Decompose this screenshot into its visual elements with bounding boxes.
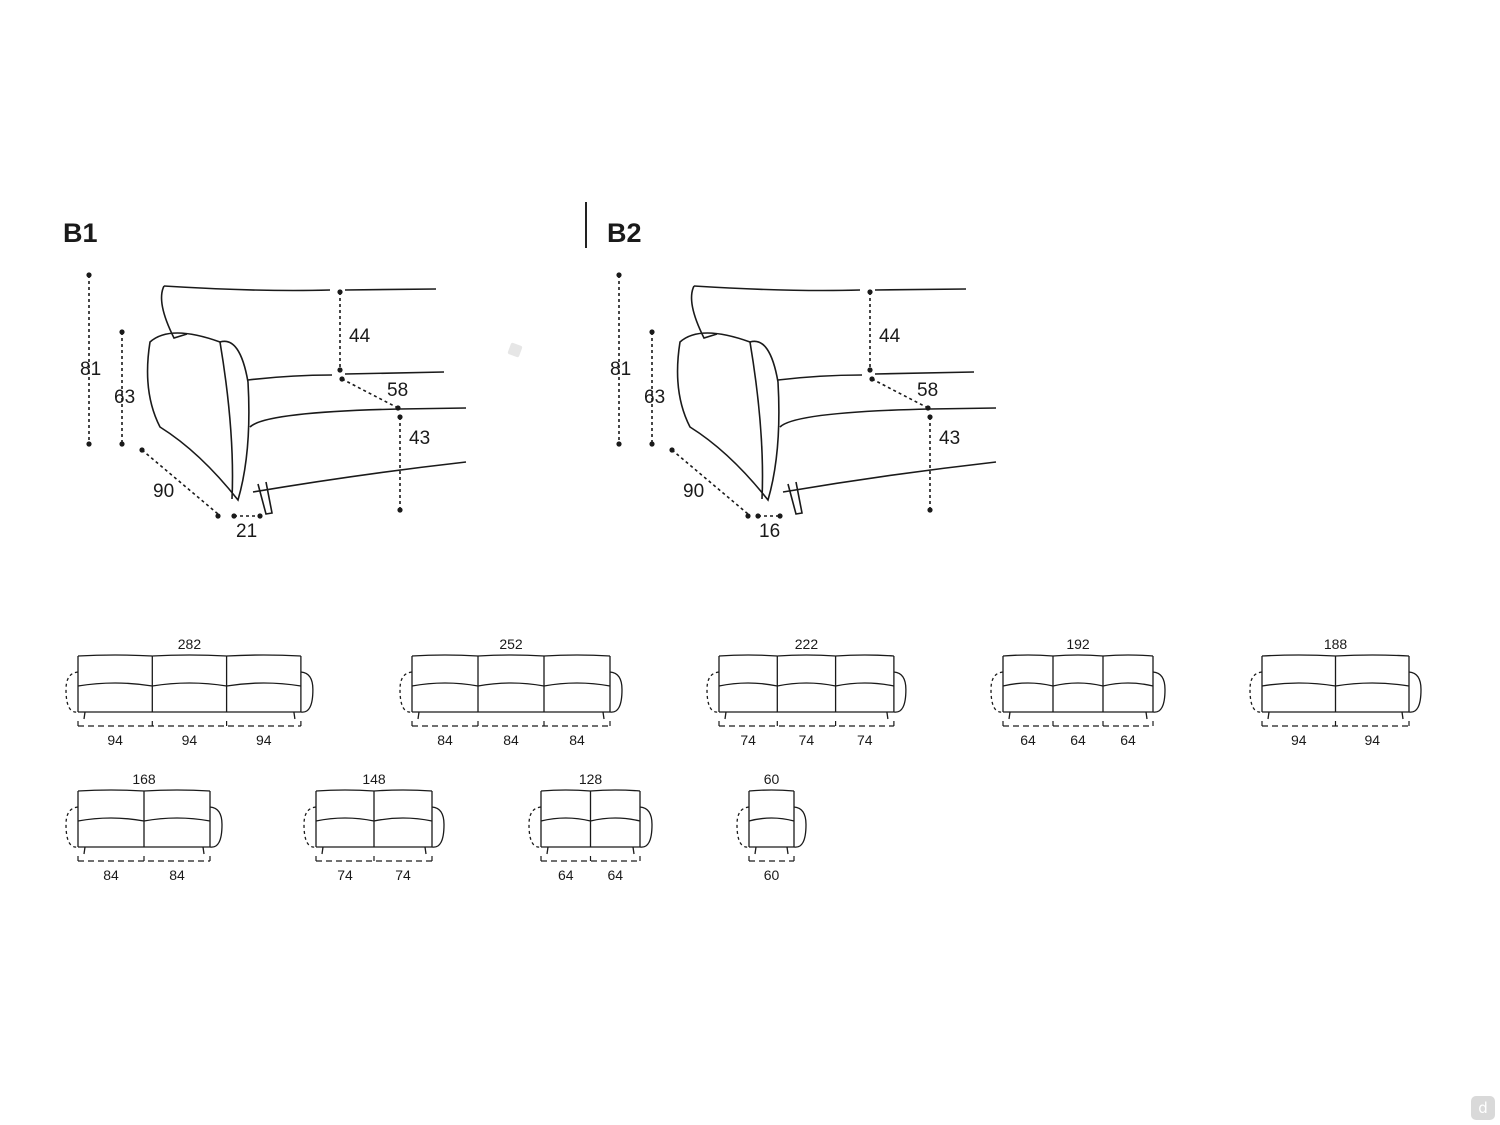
sofa-total-width: 128 (579, 771, 603, 787)
sofa-front-view: 282 94 94 94 (58, 636, 321, 753)
sofa-drawing: 222 74 74 74 (706, 636, 907, 748)
sofa-seat-width: 64 (1070, 732, 1086, 748)
dim-depth: 90 (683, 481, 704, 502)
sofa-drawing: 252 84 84 84 (399, 636, 623, 748)
sofa-seat-width: 84 (169, 867, 185, 883)
dim-back-height: 44 (349, 326, 371, 347)
section-title-b1: B1 (63, 218, 98, 248)
sofa-front-view: 168 84 84 (58, 771, 230, 888)
sofa-drawing: 192 64 64 64 (990, 636, 1166, 748)
sofa-total-width: 60 (764, 771, 780, 787)
sofa-drawing: 128 64 64 (528, 771, 653, 883)
section-divider (585, 202, 587, 248)
sofa-seat-width: 84 (103, 867, 119, 883)
section-title-b2: B2 (607, 218, 642, 248)
sofa-seat-width: 84 (503, 732, 519, 748)
sofa-seat-width: 84 (437, 732, 453, 748)
sofa-seat-width: 64 (1020, 732, 1036, 748)
sofa-total-width: 188 (1324, 636, 1348, 652)
sofa-seat-width: 64 (607, 867, 623, 883)
side-view-b2-drawing: 81 63 44 58 43 90 16 (610, 272, 997, 542)
sofa-total-width: 192 (1066, 636, 1090, 652)
sofa-drawing: 282 94 94 94 (65, 636, 314, 748)
dim-arm-width: 16 (759, 521, 780, 542)
sofa-drawing: 188 94 94 (1249, 636, 1422, 748)
sofa-front-view: 222 74 74 74 (699, 636, 914, 753)
sofa-front-view: 252 84 84 84 (392, 636, 630, 753)
sofa-front-view: 60 60 (729, 771, 814, 888)
sofa-seat-width: 64 (558, 867, 574, 883)
sofa-seat-width: 94 (107, 732, 123, 748)
sofa-total-width: 252 (499, 636, 523, 652)
dim-seat-height: 43 (939, 428, 960, 449)
sofa-total-width: 282 (178, 636, 202, 652)
dim-arm-height: 63 (114, 387, 135, 408)
sofa-seat-width: 64 (1120, 732, 1136, 748)
sofa-seat-width: 74 (740, 732, 756, 748)
sofa-seat-width: 94 (1364, 732, 1380, 748)
sofa-front-view: 188 94 94 (1242, 636, 1429, 753)
dim-arm-width: 21 (236, 521, 257, 542)
sofa-seat-width: 74 (857, 732, 873, 748)
sofa-seat-width: 60 (764, 867, 780, 883)
sofa-total-width: 222 (795, 636, 819, 652)
sofa-front-view: 192 64 64 64 (983, 636, 1173, 753)
sofa-total-width: 148 (362, 771, 386, 787)
sofa-seat-width: 74 (337, 867, 353, 883)
sofa-drawing: 60 60 (736, 771, 807, 883)
sofa-seat-width: 84 (569, 732, 585, 748)
sofa-drawing: 168 84 84 (65, 771, 223, 883)
sofa-seat-width: 94 (1291, 732, 1307, 748)
dim-depth: 90 (153, 481, 174, 502)
dim-back-height: 44 (879, 326, 901, 347)
sofa-front-view: 148 74 74 (296, 771, 452, 888)
watermark-logo-icon: d (1471, 1096, 1495, 1120)
sofa-seat-width: 94 (256, 732, 272, 748)
sofa-seat-width: 74 (395, 867, 411, 883)
sofa-front-view: 128 64 64 (521, 771, 660, 888)
sofa-total-width: 168 (132, 771, 156, 787)
side-view-b2: 81 63 44 58 43 90 16 (590, 262, 1070, 552)
side-view-b1-drawing: 81 63 44 58 43 90 21 (80, 272, 467, 542)
dim-seat-depth: 58 (387, 380, 408, 401)
dim-seat-depth: 58 (917, 380, 938, 401)
sofa-drawing: 148 74 74 (303, 771, 445, 883)
dim-seat-height: 43 (409, 428, 430, 449)
sofa-seat-width: 74 (799, 732, 815, 748)
sofa-seat-width: 94 (182, 732, 198, 748)
dim-arm-height: 63 (644, 387, 665, 408)
dim-total-height: 81 (610, 359, 631, 380)
side-view-b1: 81 63 44 58 43 90 21 (60, 262, 540, 552)
dim-total-height: 81 (80, 359, 101, 380)
